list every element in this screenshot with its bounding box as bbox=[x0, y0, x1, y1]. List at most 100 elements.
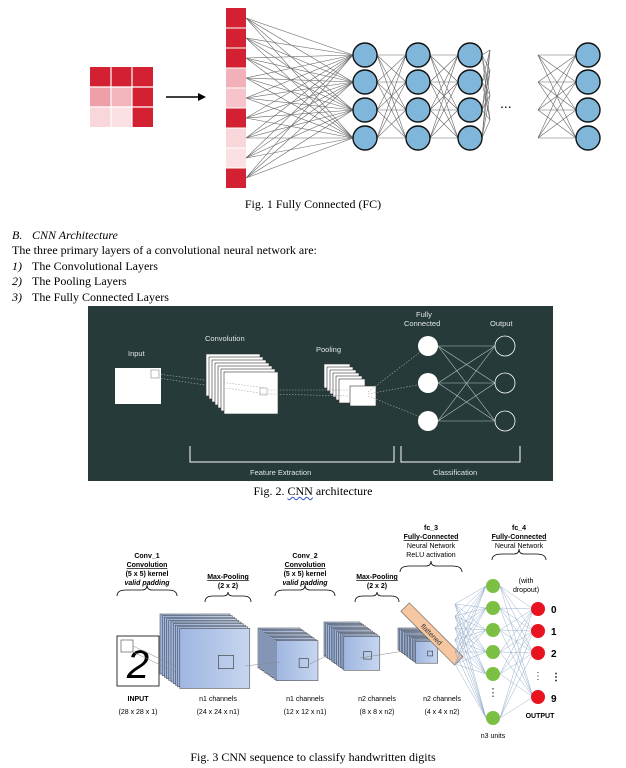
stage4-title: n2 channels bbox=[423, 696, 461, 703]
hidden-node bbox=[486, 645, 500, 659]
dropout-line1: (with bbox=[519, 578, 534, 585]
hidden-node bbox=[486, 579, 500, 593]
hidden-node bbox=[486, 623, 500, 637]
section-intro: The three primary layers of a convolutio… bbox=[12, 243, 317, 257]
fig2-output-node bbox=[494, 372, 516, 394]
hidden-node bbox=[486, 711, 500, 725]
fc-node bbox=[575, 97, 601, 123]
fig2-output-node bbox=[494, 335, 516, 357]
output-node bbox=[531, 624, 545, 638]
fc-nodes bbox=[352, 42, 601, 151]
figure-3-caption: Fig. 3 CNN sequence to classify handwrit… bbox=[190, 750, 436, 764]
fc-node bbox=[457, 69, 483, 95]
fc-node bbox=[457, 125, 483, 151]
hidden-ellipsis: ⋮ bbox=[488, 687, 499, 699]
fc-ellipsis: ... bbox=[500, 95, 512, 111]
fc3-network: Neural Network bbox=[407, 543, 456, 550]
stage1-dims: (24 x 24 x n1) bbox=[197, 709, 240, 716]
figure-1-fully-connected: ... bbox=[90, 8, 601, 188]
conv2-padding: valid padding bbox=[282, 580, 328, 587]
stage2-dims: (12 x 12 x n1) bbox=[284, 709, 327, 716]
figure-3-cnn-sequence: Conv_1 Convolution (5 x 5) kernel valid … bbox=[116, 525, 560, 740]
fc4-type: Fully-Connected bbox=[492, 534, 547, 541]
svg-text:⋮: ⋮ bbox=[533, 671, 543, 682]
conv1-padding: valid padding bbox=[124, 580, 170, 587]
figure-1-caption: Fig. 1 Fully Connected (FC) bbox=[244, 197, 382, 211]
conv2-kernel: (5 x 5) kernel bbox=[284, 571, 327, 578]
output-node bbox=[531, 690, 545, 704]
fc-node bbox=[575, 42, 601, 68]
fig2-pooling-label: Pooling bbox=[316, 345, 341, 354]
output-digit: 1 bbox=[551, 627, 557, 638]
figure-2-caption: Fig. 2. CNN architecture bbox=[253, 484, 373, 498]
fc-node bbox=[352, 42, 378, 68]
pool1-type: Max-Pooling bbox=[207, 574, 249, 581]
output-label: OUTPUT bbox=[526, 713, 556, 720]
output-digit: 0 bbox=[551, 605, 557, 616]
fig2-classification-label: Classification bbox=[433, 468, 477, 477]
conv1-kernel: (5 x 5) kernel bbox=[126, 571, 169, 578]
pool1-size: (2 x 2) bbox=[218, 583, 238, 590]
conv1-title: Conv_1 bbox=[134, 553, 159, 560]
stage3-dims: (8 x 8 x n2) bbox=[359, 709, 394, 716]
input-dims: (28 x 28 x 1) bbox=[119, 709, 158, 716]
pool2-type: Max-Pooling bbox=[356, 574, 398, 581]
fc3-activation: ReLU activation bbox=[406, 552, 456, 559]
output-node bbox=[531, 602, 545, 616]
arrow-icon bbox=[166, 93, 206, 101]
fig2-convolution-stack bbox=[205, 353, 279, 415]
fc-node bbox=[352, 125, 378, 151]
pool2-size: (2 x 2) bbox=[367, 583, 387, 590]
fc-node bbox=[575, 69, 601, 95]
fig2-output-node bbox=[494, 410, 516, 432]
fc-node bbox=[405, 42, 431, 68]
output-node bbox=[531, 646, 545, 660]
dropout-line2: dropout) bbox=[513, 587, 539, 594]
fig2-fc-node bbox=[418, 411, 438, 431]
fig2-input-image bbox=[115, 368, 161, 404]
fc-node bbox=[575, 125, 601, 151]
fc-node bbox=[457, 97, 483, 123]
list-item: 1)The Convolutional Layers bbox=[12, 259, 158, 273]
fc-node bbox=[352, 97, 378, 123]
fig2-brackets bbox=[189, 446, 521, 463]
fig3-fc-connections bbox=[454, 585, 534, 719]
output-digit: 2 bbox=[551, 649, 557, 660]
list-item: 3)The Fully Connected Layers bbox=[12, 290, 169, 304]
fc3-type: Fully-Connected bbox=[404, 534, 459, 541]
fig3-feature-maps bbox=[159, 613, 438, 689]
fig2-fc-node bbox=[418, 336, 438, 356]
fc4-network: Neural Network bbox=[495, 543, 544, 550]
fig2-fc-node bbox=[418, 373, 438, 393]
section-title: CNN Architecture bbox=[32, 228, 118, 242]
hidden-node bbox=[486, 667, 500, 681]
fig3-braces bbox=[116, 548, 547, 603]
input-label: INPUT bbox=[128, 696, 150, 703]
n3-units-label: n3 units bbox=[481, 733, 506, 740]
conv2-type: Convolution bbox=[285, 562, 326, 569]
fc-connections bbox=[245, 17, 577, 179]
conv2-title: Conv_2 bbox=[292, 553, 317, 560]
fig2-output-label: Output bbox=[490, 319, 513, 328]
flattened-column bbox=[226, 8, 246, 188]
handwritten-digit: 2 bbox=[126, 643, 149, 687]
output-digit: ⋮ bbox=[551, 672, 560, 683]
fc-node bbox=[405, 69, 431, 95]
fc-node bbox=[405, 125, 431, 151]
input-grid bbox=[90, 67, 153, 127]
fc-node bbox=[352, 69, 378, 95]
fig2-fc-connections bbox=[437, 345, 496, 422]
section-heading: B. CNN Architecture bbox=[12, 228, 118, 243]
fig3-nodes: ⋮ bbox=[486, 579, 545, 725]
fig2-convolution-label: Convolution bbox=[205, 334, 245, 343]
section-number: B. bbox=[12, 228, 23, 242]
stage3-title: n2 channels bbox=[358, 696, 396, 703]
figure-2-cnn-architecture: Input Convolution Pooling Fully Connecte… bbox=[88, 306, 553, 481]
fig2-feature-extraction-label: Feature Extraction bbox=[250, 468, 311, 477]
fc3-title: fc_3 bbox=[424, 525, 438, 532]
list-item: 2)The Pooling Layers bbox=[12, 274, 127, 288]
stage1-title: n1 channels bbox=[199, 696, 237, 703]
fig2-input-label: Input bbox=[128, 349, 146, 358]
stage4-dims: (4 x 4 x n2) bbox=[424, 709, 459, 716]
fc4-title: fc_4 bbox=[512, 525, 526, 532]
